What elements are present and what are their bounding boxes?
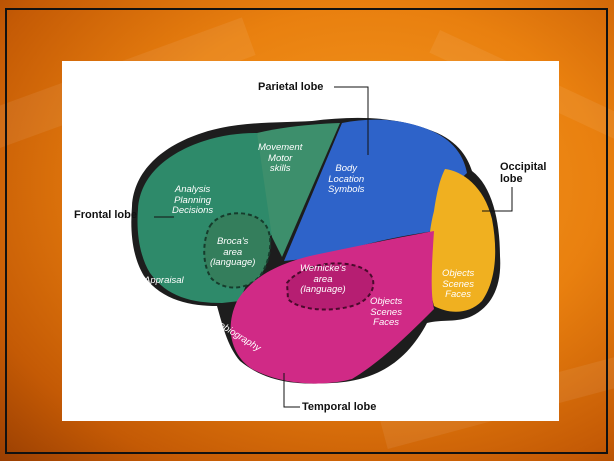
frontal-lobe-label: Frontal lobe — [74, 209, 137, 221]
temporal-objects-line3: Faces — [370, 318, 402, 329]
occipital-lobe-label: Occipital lobe — [500, 161, 546, 185]
broca-line3: (language) — [210, 258, 255, 269]
broca-region-text: Broca's area (language) — [210, 237, 255, 269]
appraisal-region-text: Appraisal — [144, 276, 184, 287]
temporal-objects-text: Objects Scenes Faces — [370, 297, 402, 329]
label-leader-lines — [62, 61, 559, 421]
wernicke-line1: Wernicke's — [300, 264, 346, 275]
occipital-label-line2: lobe — [500, 173, 523, 185]
analysis-line1: Analysis — [172, 185, 213, 196]
wernicke-region-text: Wernicke's area (language) — [300, 264, 346, 296]
occipital-label-line1: Occipital — [500, 161, 546, 173]
temporal-objects-line1: Objects — [370, 297, 402, 308]
occipital-leader-line — [482, 187, 512, 211]
parietal-lobe-label: Parietal lobe — [258, 81, 323, 93]
occipital-objects-line1: Objects — [442, 269, 474, 280]
analysis-region-text: Analysis Planning Decisions — [172, 185, 213, 217]
brain-diagram-panel: Parietal lobe Occipital lobe Frontal lob… — [62, 61, 559, 421]
body-region-text: Body Location Symbols — [328, 164, 364, 196]
body-line1: Body — [328, 164, 364, 175]
occipital-objects-text: Objects Scenes Faces — [442, 269, 474, 301]
occipital-objects-line3: Faces — [442, 290, 474, 301]
movement-line1: Movement — [258, 143, 302, 154]
temporal-leader-line — [284, 373, 300, 407]
broca-line1: Broca's — [210, 237, 255, 248]
temporal-lobe-label: Temporal lobe — [302, 401, 376, 413]
movement-line3: skills — [258, 164, 302, 175]
wernicke-line3: (language) — [300, 285, 346, 296]
parietal-leader-line — [334, 87, 368, 155]
movement-region-text: Movement Motor skills — [258, 143, 302, 175]
analysis-line3: Decisions — [172, 206, 213, 217]
body-line3: Symbols — [328, 185, 364, 196]
